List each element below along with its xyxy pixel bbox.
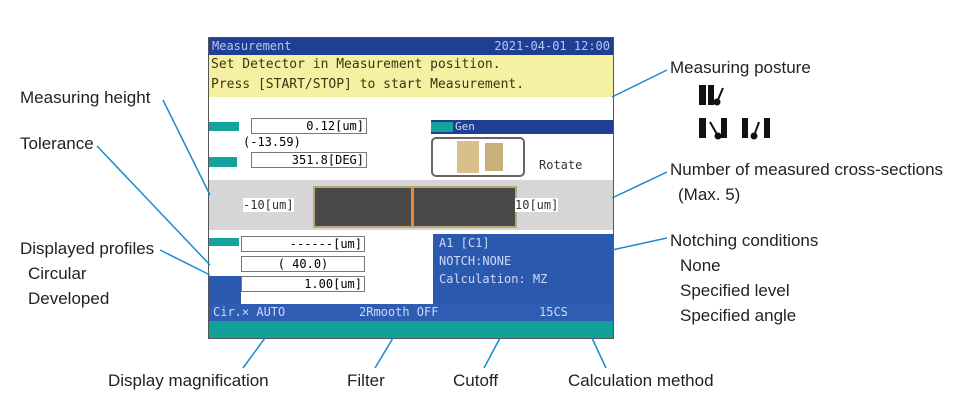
line-measuring-height (162, 99, 211, 196)
deviation-marker (411, 188, 414, 226)
status-cutoff: 15CS (539, 305, 568, 319)
measuring-height-value: 0.12[um] (251, 118, 367, 134)
label-developed: Developed (28, 289, 110, 308)
message-line-2: Press [START/STOP] to start Measurement. (211, 77, 525, 92)
height-sub-value: (-13.59) (241, 135, 305, 149)
notch-line-3: Calculation: MZ (439, 272, 548, 286)
notching-panel: A1 [C1] NOTCH:NONE Calculation: MZ (433, 234, 613, 308)
line-calculation (591, 337, 607, 369)
profile-tag (209, 276, 241, 304)
tolerance-tag (209, 238, 239, 246)
line-cutoff (483, 337, 501, 369)
label-notching: Notching conditions (670, 231, 819, 250)
tolerance-sub: ( 40.0) (241, 256, 365, 272)
posture-bar-icon (699, 85, 706, 105)
line-filter (374, 337, 394, 369)
notch-line-1: A1 [C1] (439, 236, 490, 250)
line-magnification (242, 337, 266, 369)
label-measuring-posture: Measuring posture (670, 58, 811, 77)
rotate-label[interactable]: Rotate (539, 158, 583, 172)
height-tag (209, 122, 239, 131)
label-measuring-height: Measuring height (20, 88, 151, 107)
scale-left: -10[um] (243, 198, 294, 212)
label-notch-angle: Specified angle (680, 306, 797, 325)
label-calculation-method: Calculation method (568, 371, 714, 390)
posture-icon (457, 141, 479, 173)
label-display-magnification: Display magnification (108, 371, 269, 390)
screen-datetime: 2021-04-01 12:00 (494, 39, 610, 53)
label-cutoff: Cutoff (453, 371, 499, 390)
label-notch-none: None (680, 256, 721, 275)
message-area: Set Detector in Measurement position. Pr… (209, 55, 613, 97)
deviation-bar (313, 186, 517, 228)
angle-value: 351.8[DEG] (251, 152, 367, 168)
line-tolerance (96, 145, 211, 266)
scale-right: 10[um] (515, 198, 559, 212)
angle-tag (209, 157, 237, 167)
instrument-screen: Measurement 2021-04-01 12:00 Set Detecto… (208, 37, 614, 339)
tolerance-value: ------[um] (241, 236, 365, 252)
posture-button[interactable] (431, 137, 525, 177)
label-filter: Filter (347, 371, 385, 390)
posture-icons (699, 85, 770, 140)
posture-header: Gen (431, 120, 613, 134)
notch-line-2: NOTCH:NONE (439, 254, 512, 268)
magnification-box: 1.00[um] (241, 276, 365, 292)
status-bar: Cir.× AUTO 2Rmooth OFF 15CS (209, 304, 613, 321)
posture-header-label: Gen (455, 120, 475, 133)
message-line-1: Set Detector in Measurement position. (211, 57, 501, 72)
deviation-band: -10[um] 10[um] (209, 180, 613, 230)
label-notch-level: Specified level (680, 281, 790, 300)
screen-title: Measurement (212, 39, 292, 53)
screen-title-bar: Measurement 2021-04-01 12:00 (209, 38, 613, 55)
line-cross-sections (611, 171, 668, 199)
posture-tag (431, 122, 453, 132)
label-circular: Circular (28, 264, 87, 283)
label-tolerance: Tolerance (20, 134, 94, 153)
status-magnification: Cir.× AUTO (213, 305, 286, 319)
label-cross-sections-max: (Max. 5) (678, 185, 741, 204)
label-displayed-profiles: Displayed profiles (20, 239, 155, 258)
bottom-bar (209, 321, 613, 338)
line-notching (611, 237, 668, 251)
status-filter: 2Rmooth OFF (359, 305, 439, 319)
line-posture (611, 69, 668, 98)
label-cross-sections: Number of measured cross-sections (670, 160, 944, 179)
line-displayed-profiles (159, 249, 211, 276)
posture-icon-part (485, 143, 503, 171)
